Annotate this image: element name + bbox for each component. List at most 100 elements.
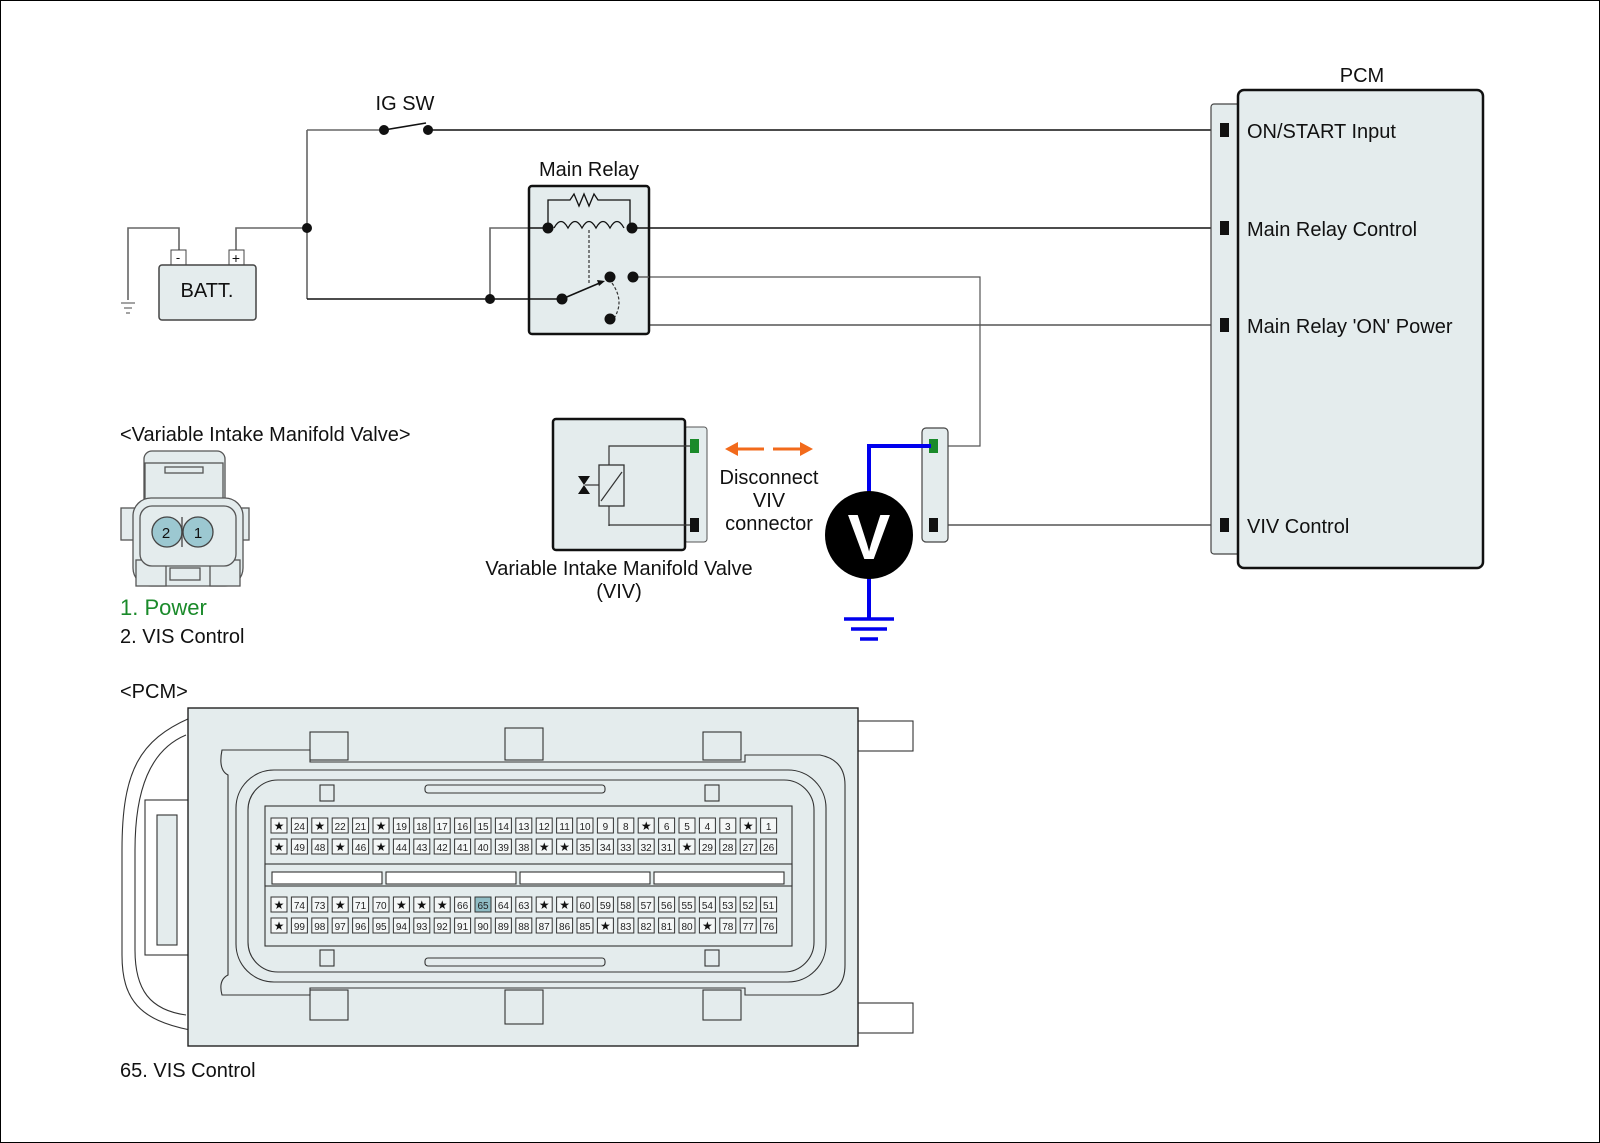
pcm-pin-number: 16: [457, 822, 469, 833]
pcm-pin-cell: [658, 817, 676, 834]
pcm-pin: 46: [352, 838, 370, 855]
pcm-pin-cell: [637, 817, 655, 834]
pcm-pin-cell: [739, 917, 757, 934]
pcm-pin: 16: [454, 817, 472, 834]
pcm-pin-cell: [270, 838, 288, 855]
pcm-pin: 86: [556, 917, 574, 934]
pcm-pin-cell: [352, 917, 370, 934]
pcm-pin-number: 66: [457, 901, 469, 912]
pcm-pin-unused: ★: [270, 896, 288, 913]
pcm-pin-number: 46: [355, 843, 367, 854]
wire-batt-pos: [235, 227, 307, 258]
pcm-pin-cell: [290, 817, 308, 834]
pcm-pin-number: 76: [763, 922, 775, 933]
pcm-pin: 90: [474, 917, 492, 934]
star-icon: ★: [702, 919, 713, 933]
pcm-pin: 17: [433, 817, 451, 834]
pcm-pin-number: 39: [498, 843, 510, 854]
pcm-pin-label: Main Relay 'ON' Power: [1247, 316, 1453, 338]
pcm-pin: 70: [372, 896, 390, 913]
pcm-pin: 92: [433, 917, 451, 934]
pcm-pin-number: 49: [294, 843, 306, 854]
pcm-pin: 43: [413, 838, 431, 855]
pcm-pin-cell: [311, 817, 329, 834]
star-icon: ★: [314, 819, 325, 833]
pcm-pin-cell: [454, 917, 472, 934]
pcm-pin-number: 52: [743, 901, 755, 912]
pcm-pin-terminals: [1220, 123, 1229, 532]
pcm-pin-cell: [413, 917, 431, 934]
star-icon: ★: [274, 840, 285, 854]
pcm-pin-cell: [698, 838, 716, 855]
pcm-pin: 1: [760, 817, 778, 834]
pcm-pin-cell: [392, 896, 410, 913]
pcm-pin-number: 28: [722, 843, 734, 854]
pcm-pin-number: 91: [457, 922, 469, 933]
pcm-pin-cell: [331, 917, 349, 934]
pcm-pin-number: 19: [396, 822, 408, 833]
disconnect-note: Disconnect: [720, 467, 819, 489]
disconnect-arrows-icon: [725, 442, 813, 456]
pcm-pin: 3: [719, 817, 737, 834]
pcm-pin-number: 51: [763, 901, 775, 912]
pcm-pin: 88: [515, 917, 533, 934]
pcm-pin: 5: [678, 817, 696, 834]
pcm-pin: 64: [494, 896, 512, 913]
pcm-pin-number: 31: [661, 843, 673, 854]
pcm-pin-cell: [290, 917, 308, 934]
pcm-pin-unused: ★: [556, 838, 574, 855]
pcm-pin-cell: [494, 838, 512, 855]
pcm-pin-cell: [658, 838, 676, 855]
pcm-pin-number: 34: [600, 843, 612, 854]
star-icon: ★: [437, 898, 448, 912]
pcm-pin: 27: [739, 838, 757, 855]
viv-connector-title: <Variable Intake Manifold Valve>: [120, 424, 411, 446]
pcm-pin-number: 42: [437, 843, 449, 854]
pcm-pin-cell: [494, 817, 512, 834]
pcm-pin-number: 38: [518, 843, 530, 854]
pcm-pin-number: 8: [623, 822, 629, 833]
pcm-pin-unused: ★: [372, 838, 390, 855]
pcm-pin-number: 98: [314, 922, 326, 933]
pcm-pin-unused: ★: [372, 817, 390, 834]
pcm-pin: 11: [556, 817, 574, 834]
star-icon: ★: [335, 898, 346, 912]
pcm-pin: 40: [474, 838, 492, 855]
pcm-pin: 39: [494, 838, 512, 855]
wire-relay-on-power: [632, 277, 1220, 326]
pcm-pin-cell: [474, 838, 492, 855]
pcm-pin-cell: [596, 838, 614, 855]
battery-neg-sign: -: [176, 250, 180, 265]
pcm-pin-cell: [760, 838, 778, 855]
pcm-pin-cell: [576, 896, 594, 913]
pcm-pin-number: 35: [579, 843, 591, 854]
pcm-pin: 60: [576, 896, 594, 913]
pcm-pin-cell: [311, 838, 329, 855]
pcm-pin-cell: [372, 838, 390, 855]
pcm-pin-cell: [535, 896, 553, 913]
wire-batt-neg-ground: [127, 227, 180, 300]
pcm-pin-number: 94: [396, 922, 408, 933]
viv-label-abbr: (VIV): [596, 581, 642, 603]
pcm-pin-cell: [637, 896, 655, 913]
pcm-pin-cell: [290, 838, 308, 855]
pcm-pin-cell: [637, 838, 655, 855]
pcm-pin-cell: [474, 917, 492, 934]
pcm-pin-cell: [576, 838, 594, 855]
pcm-pin-cell: [352, 838, 370, 855]
pcm-pin-cell: [760, 917, 778, 934]
pcm-pin-cell: [413, 896, 431, 913]
pcm-pin-cell: [719, 917, 737, 934]
pcm-pin-number: 5: [684, 822, 690, 833]
pcm-pin: 42: [433, 838, 451, 855]
pcm-pin-number: 12: [539, 822, 551, 833]
pcm-pin-number: 24: [294, 822, 306, 833]
pcm-pin-cell: [617, 838, 635, 855]
pcm-pin-cell: [658, 896, 676, 913]
pcm-pin-cell: [596, 817, 614, 834]
pcm-pin: 57: [637, 896, 655, 913]
pcm-pin: 80: [678, 917, 696, 934]
pcm-pin-cell: [576, 917, 594, 934]
pcm-pin: 24: [290, 817, 308, 834]
pcm-pin-unused: ★: [739, 817, 757, 834]
